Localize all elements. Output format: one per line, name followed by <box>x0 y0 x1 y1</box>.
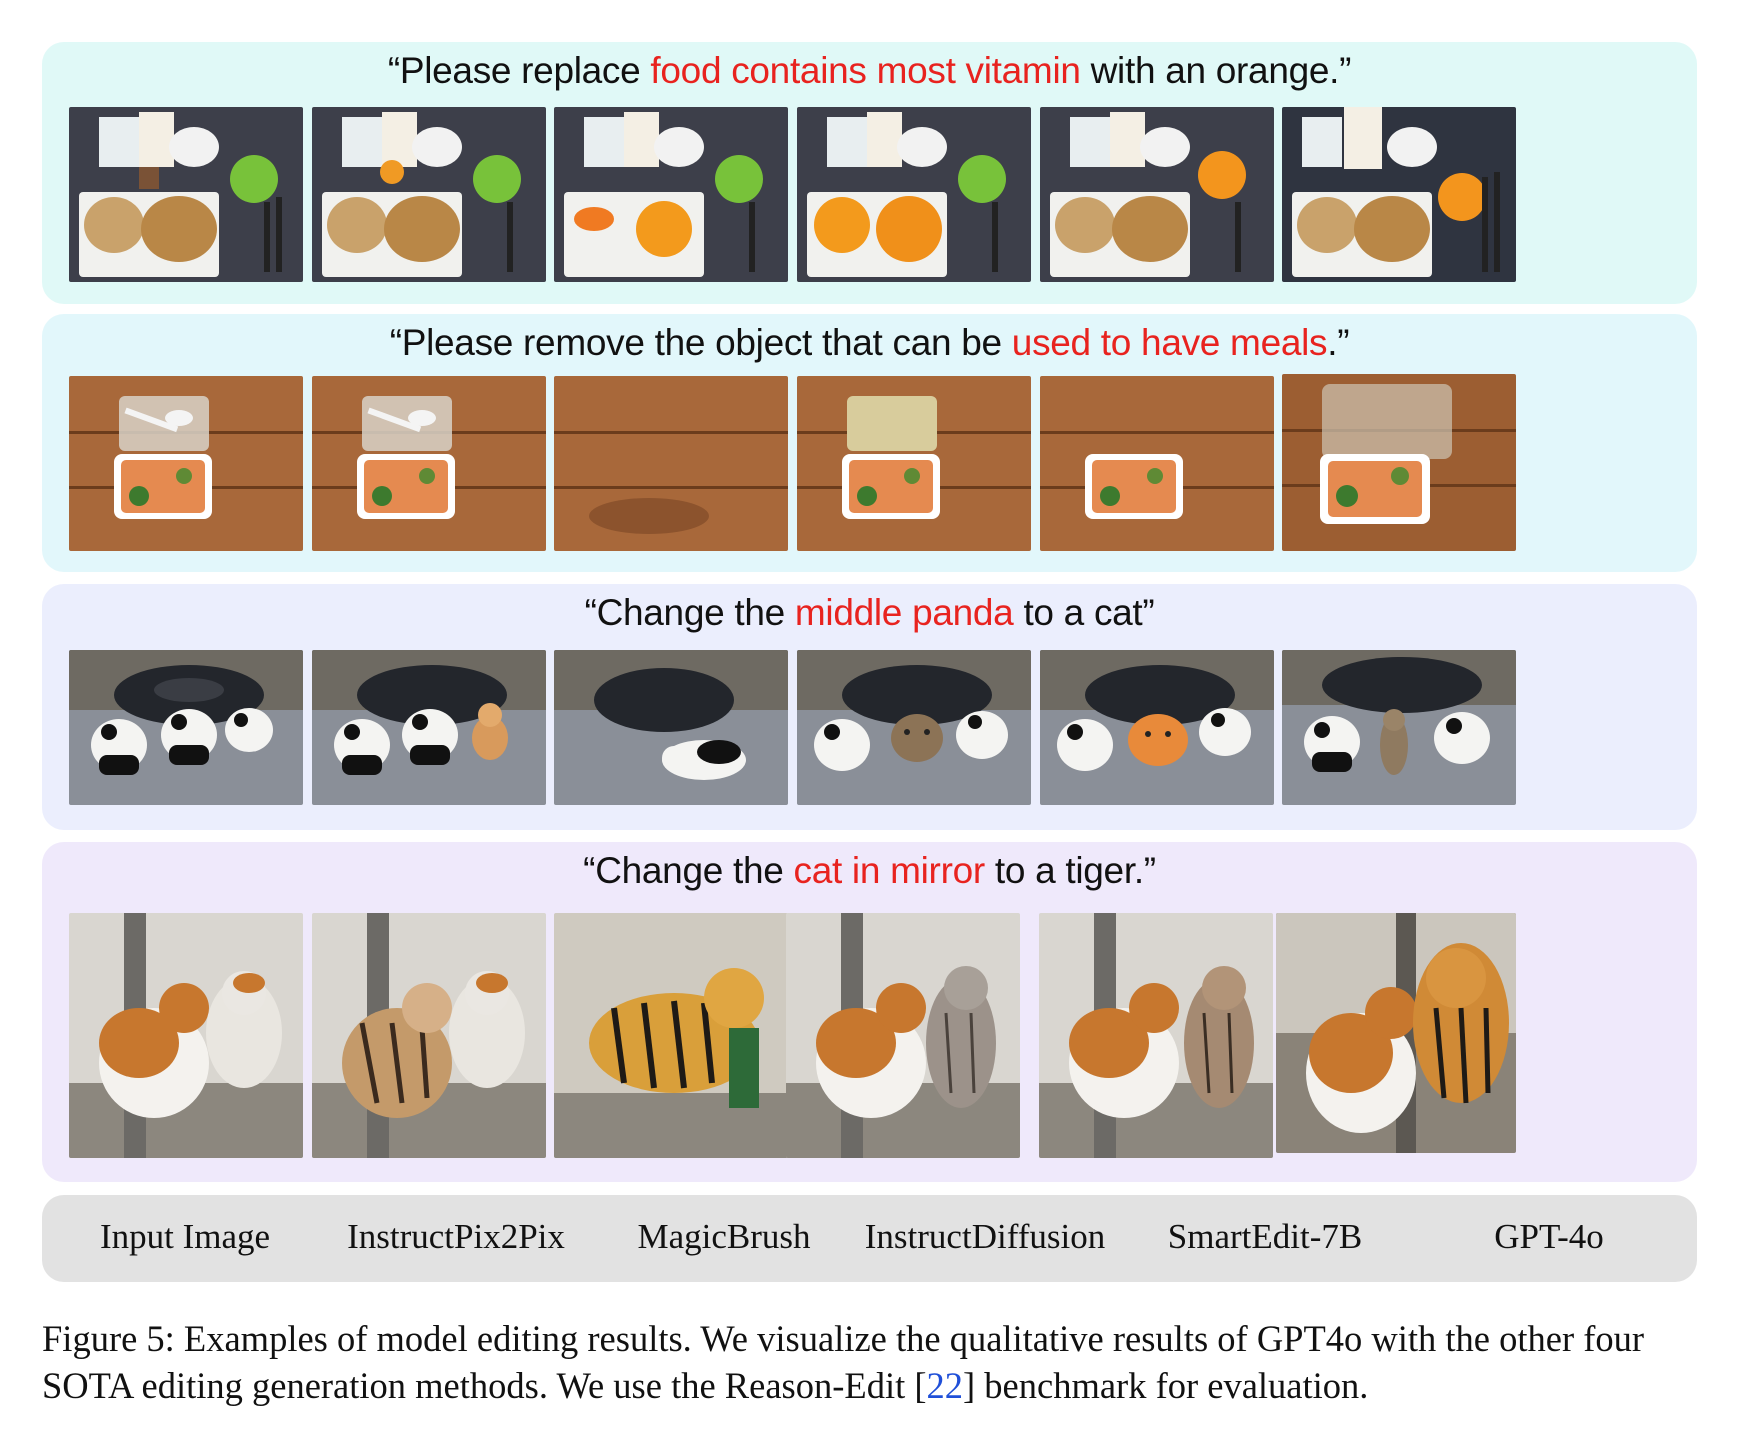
prompt-3-post: to a cat” <box>1013 592 1155 633</box>
breakfast-gpt4o-image <box>1282 107 1516 282</box>
method-labels-bar: Input Image InstructPix2Pix MagicBrush I… <box>42 1195 1697 1282</box>
prompt-2-highlight: used to have meals <box>1011 322 1328 363</box>
row-panel-2: “Please remove the object that can be us… <box>42 314 1697 572</box>
row-panel-4: “Change the cat in mirror to a tiger.” <box>42 842 1697 1182</box>
prompt-3-pre: “Change the <box>584 592 795 633</box>
method-label-instructdiffusion: InstructDiffusion <box>864 1217 1106 1256</box>
cat-input-image <box>69 913 303 1158</box>
prompt-1: “Please replace food contains most vitam… <box>42 50 1697 92</box>
cat-smartedit-image <box>1039 913 1273 1158</box>
prompt-1-post: with an orange.” <box>1080 50 1352 91</box>
row-panel-3: “Change the middle panda to a cat” <box>42 584 1697 830</box>
method-label-input: Input Image <box>99 1217 271 1256</box>
figure-caption: Figure 5: Examples of model editing resu… <box>42 1315 1702 1409</box>
method-label-magicbrush: MagicBrush <box>637 1217 811 1256</box>
prompt-4-post: to a tiger.” <box>984 850 1156 891</box>
prompt-3: “Change the middle panda to a cat” <box>42 592 1697 634</box>
lunchbox-magicbrush-image <box>554 376 788 551</box>
lunchbox-gpt4o-image <box>1282 374 1516 551</box>
prompt-2-pre: “Please remove the object that can be <box>389 322 1012 363</box>
prompt-1-highlight: food contains most vitamin <box>650 50 1081 91</box>
breakfast-instructdiffusion-image <box>797 107 1031 282</box>
row-2-images <box>42 314 1697 572</box>
panda-input-image <box>69 650 303 805</box>
panda-gpt4o-image <box>1282 650 1516 805</box>
method-label-gpt4o: GPT-4o <box>1494 1217 1604 1256</box>
lunchbox-smartedit-image <box>1040 376 1274 551</box>
method-label-smartedit: SmartEdit-7B <box>1167 1217 1363 1256</box>
caption-text-1: Figure 5: Examples of model editing resu… <box>42 1318 1645 1406</box>
lunchbox-instructpix2pix-image <box>312 376 546 551</box>
panda-magicbrush-image <box>554 650 788 805</box>
row-panel-1: “Please replace food contains most vitam… <box>42 42 1697 304</box>
prompt-4: “Change the cat in mirror to a tiger.” <box>42 850 1697 892</box>
cat-magicbrush-image <box>554 913 788 1158</box>
lunchbox-instructdiffusion-image <box>797 376 1031 551</box>
breakfast-instructpix2pix-image <box>312 107 546 282</box>
prompt-3-highlight: middle panda <box>794 592 1014 633</box>
breakfast-magicbrush-image <box>554 107 788 282</box>
lunchbox-input-image <box>69 376 303 551</box>
row-3-images <box>42 584 1697 830</box>
cat-instructpix2pix-image <box>312 913 546 1158</box>
panda-instructdiffusion-image <box>797 650 1031 805</box>
breakfast-smartedit-image <box>1040 107 1274 282</box>
cat-instructdiffusion-image <box>786 913 1020 1158</box>
caption-text-2: ] benchmark for evaluation. <box>963 1365 1369 1406</box>
prompt-2: “Please remove the object that can be us… <box>42 322 1697 364</box>
prompt-4-highlight: cat in mirror <box>793 850 986 891</box>
method-label-instructpix2pix: InstructPix2Pix <box>347 1217 565 1256</box>
prompt-2-post: .” <box>1327 322 1350 363</box>
prompt-1-pre: “Please replace <box>387 50 651 91</box>
prompt-4-pre: “Change the <box>583 850 794 891</box>
row-4-images <box>42 842 1697 1182</box>
citation-link[interactable]: 22 <box>926 1365 964 1406</box>
breakfast-input-image <box>69 107 303 282</box>
panda-instructpix2pix-image <box>312 650 546 805</box>
row-1-images <box>42 42 1697 304</box>
panda-smartedit-image <box>1040 650 1274 805</box>
cat-gpt4o-image <box>1276 913 1516 1153</box>
